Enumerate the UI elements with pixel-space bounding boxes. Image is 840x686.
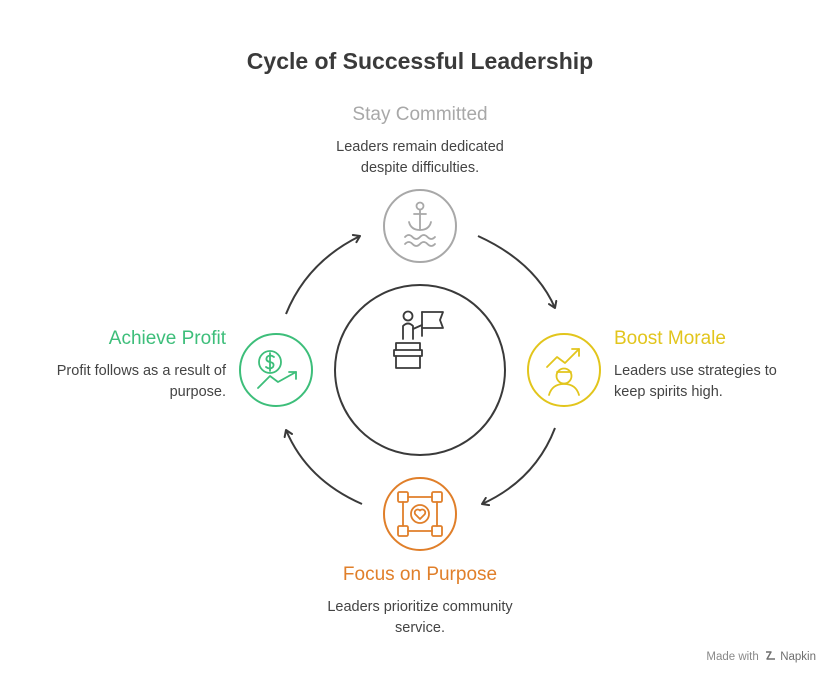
stay-committed-description-line-1: Leaders remain dedicated — [336, 139, 504, 155]
cycle-arrow-top-left — [285, 234, 361, 315]
focus-on-purpose-circle — [383, 477, 457, 551]
napkin-logo-icon — [765, 651, 775, 660]
achieve-profit-description: Profit follows as a result of purpose. — [16, 361, 226, 403]
diagram-title: Cycle of Successful Leadership — [246, 48, 594, 74]
focus-on-purpose-description: Leaders prioritize community service. — [270, 597, 570, 639]
achieve-profit-description-line-1: Profit follows as a result of — [56, 363, 226, 379]
focus-on-purpose-description-line-2: service. — [395, 620, 445, 636]
achieve-profit-description-line-2: purpose. — [169, 384, 226, 400]
person-rising-chart-icon — [546, 348, 580, 396]
cycle-arrow-top-right — [477, 235, 558, 309]
cycle-arrow-bottom-left — [283, 429, 363, 505]
anchor-waves-icon — [404, 201, 436, 247]
boost-morale-description: Leaders use strategies to keep spirits h… — [614, 361, 824, 403]
focus-on-purpose-description-line-1: Leaders prioritize community — [327, 599, 513, 615]
achieve-profit-title: Achieve Profit — [108, 328, 226, 349]
dollar-growth-icon — [257, 350, 297, 389]
boost-morale-circle — [527, 333, 601, 407]
footer-prefix: Made with — [706, 651, 759, 663]
center-circle — [334, 284, 506, 456]
boost-morale-description-line-1: Leaders use strategies to — [614, 363, 777, 379]
stay-committed-title: Stay Committed — [352, 104, 488, 125]
stay-committed-description: Leaders remain dedicated despite difficu… — [270, 137, 570, 179]
achieve-profit-circle — [239, 333, 313, 407]
focus-on-purpose-title: Focus on Purpose — [342, 564, 498, 585]
cycle-arrow-bottom-right — [481, 427, 556, 507]
person-with-flag-icon — [393, 310, 444, 369]
made-with-napkin-credit[interactable]: Made with Napkin — [706, 650, 816, 663]
network-heart-icon — [397, 491, 443, 537]
boost-morale-description-line-2: keep spirits high. — [614, 384, 723, 400]
stay-committed-description-line-2: despite difficulties. — [360, 160, 480, 176]
boost-morale-title: Boost Morale — [614, 328, 726, 349]
footer-brand: Napkin — [780, 651, 816, 663]
